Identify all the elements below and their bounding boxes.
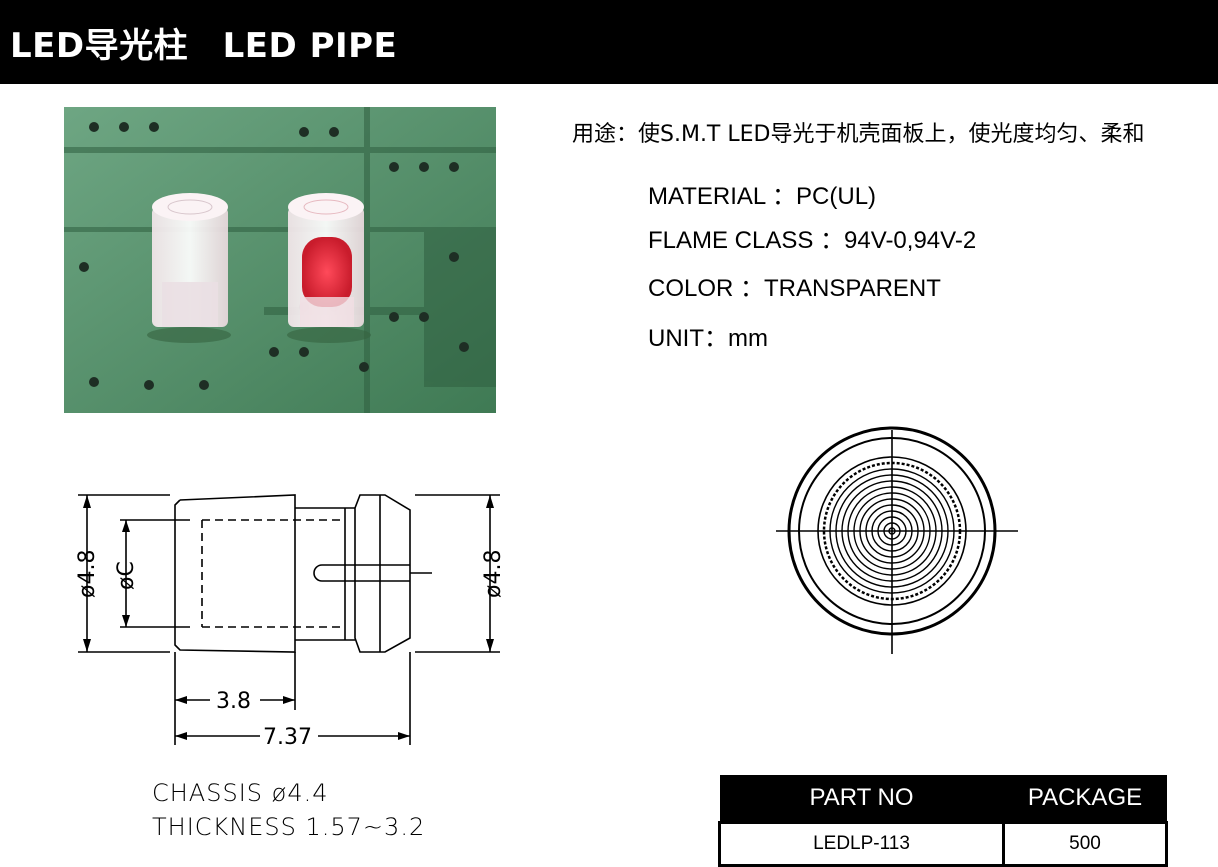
header-package: PACKAGE bbox=[1003, 775, 1167, 823]
package-cell: 500 bbox=[1002, 821, 1168, 867]
dim-total-label: 7.37 bbox=[263, 725, 312, 750]
spec-value: ：mm bbox=[704, 325, 768, 352]
page-title: LED导光柱 LED PIPE bbox=[10, 26, 398, 66]
part-no-cell: LEDLP-113 bbox=[718, 821, 1005, 867]
spec-value: ：PC(UL) bbox=[772, 183, 877, 210]
chassis-line: CHASSIS ø4.4 bbox=[152, 779, 329, 807]
part-table: PART NO PACKAGE LEDLP-113 500 bbox=[718, 775, 1168, 867]
spec-color: COLOR ：TRANSPARENT bbox=[648, 268, 941, 303]
usage-description: 用途：使S.M.T LED导光于机壳面板上，使光度均匀、柔和 bbox=[572, 122, 1145, 147]
spec-flame-class: FLAME CLASS ：94V-0,94V-2 bbox=[648, 220, 976, 255]
chassis-note: CHASSIS ø4.4 THICKNESS 1.57~3.2 bbox=[152, 776, 425, 844]
spec-value: ：94V-0,94V-2 bbox=[820, 227, 977, 254]
spec-material: MATERIAL ：PC(UL) bbox=[648, 176, 876, 211]
dim-right-label: ø4.8 bbox=[481, 550, 506, 598]
header-part-no: PART NO bbox=[719, 775, 1004, 823]
spec-key: UNIT bbox=[648, 325, 704, 352]
header-bar: LED导光柱 LED PIPE bbox=[0, 0, 1218, 84]
dim-short-label: 3.8 bbox=[216, 689, 251, 714]
thickness-line: THICKNESS 1.57~3.2 bbox=[152, 813, 426, 841]
spec-key: MATERIAL bbox=[648, 183, 773, 210]
spec-value: ：TRANSPARENT bbox=[740, 275, 941, 302]
table-row: LEDLP-113 500 bbox=[718, 821, 1168, 867]
product-photo bbox=[64, 107, 496, 413]
spec-key: COLOR bbox=[648, 275, 741, 302]
front-view-drawing bbox=[776, 426, 1018, 654]
spec-unit: UNIT：mm bbox=[648, 318, 768, 353]
dim-inner-label: øC bbox=[114, 561, 139, 590]
dim-left-label: ø4.8 bbox=[75, 550, 100, 598]
side-view-drawing: ø4.8 øC ø4.8 3.8 7.37 bbox=[75, 494, 506, 750]
spec-key: FLAME CLASS bbox=[648, 227, 821, 254]
